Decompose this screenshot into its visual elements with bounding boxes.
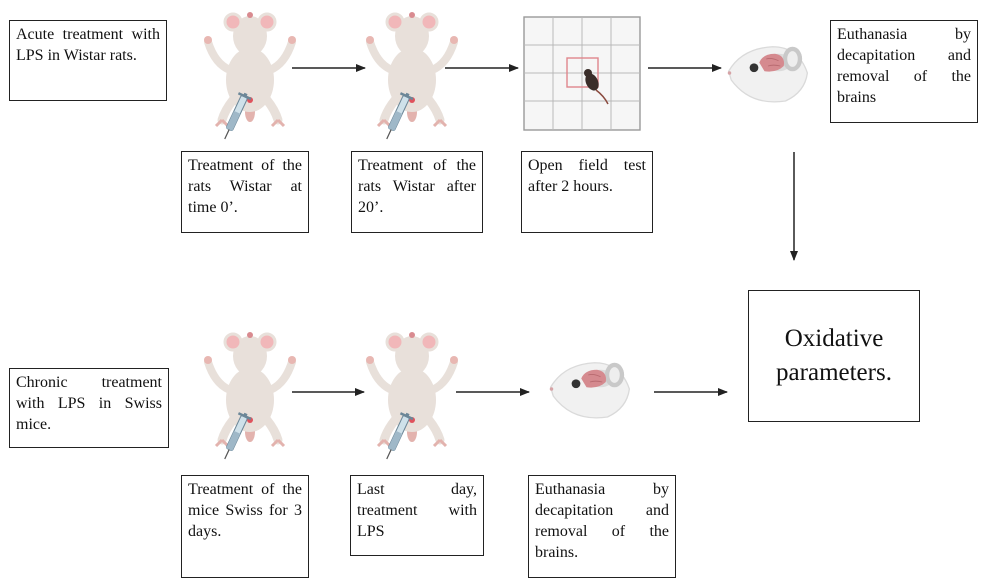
chronic-step-3-caption: Euthanasia by decapitation and removal o… — [528, 475, 676, 578]
result-oxidative-parameters: Oxidative parameters. — [748, 290, 920, 422]
chronic-protocol-label: Chronic treatment with LPS in Swiss mice… — [9, 368, 169, 448]
rat-injection-icon-1 — [204, 12, 296, 126]
rat-head-brain-icon — [727, 46, 809, 103]
acute-step-1-caption: Treatment of the rats Wistar at time 0’. — [181, 151, 309, 233]
mouse-head-brain-icon — [549, 362, 631, 419]
acute-step-4-caption: Euthanasia by decapitation and removal o… — [830, 20, 978, 123]
acute-protocol-label: Acute treatment with LPS in Wistar rats. — [9, 20, 167, 101]
mouse-injection-icon-1 — [204, 332, 296, 446]
acute-step-2-caption: Treatment of the rats Wistar after 20’. — [351, 151, 483, 233]
rat-injection-icon-2 — [366, 12, 458, 126]
mouse-injection-icon-2 — [366, 332, 458, 446]
acute-step-3-caption: Open field test after 2 hours. — [521, 151, 653, 233]
open-field-icon — [523, 16, 641, 131]
chronic-step-2-caption: Last day, treatment with LPS — [350, 475, 484, 556]
chronic-step-1-caption: Treatment of the mice Swiss for 3 days. — [181, 475, 309, 578]
